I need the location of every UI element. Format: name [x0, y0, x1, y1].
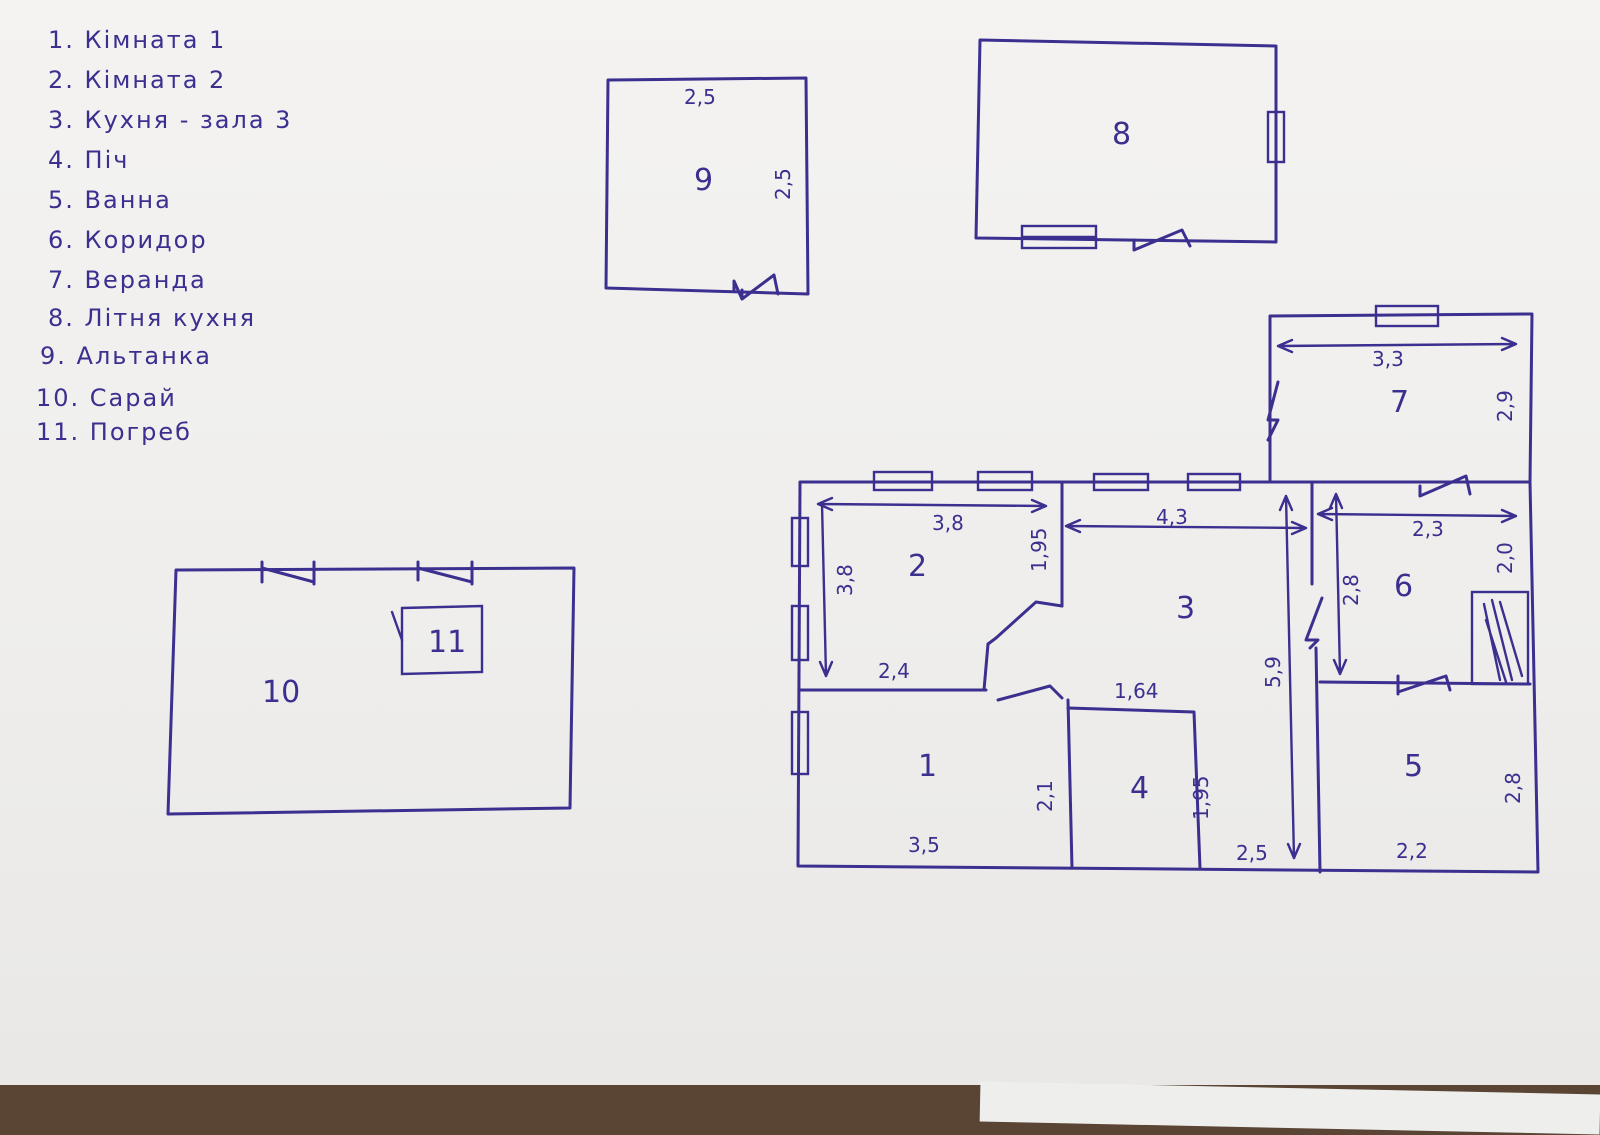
window-front-3 — [1092, 472, 1150, 492]
gazebo-block: 2,5 2,5 9 — [604, 76, 810, 301]
stove-outline — [1066, 706, 1202, 870]
summer-kitchen-door — [1132, 228, 1192, 252]
room-6-label: 6 — [1394, 569, 1413, 604]
barn-outline — [166, 566, 576, 816]
legend-item-9: 9. Альтанка — [40, 342, 212, 370]
summer-kitchen-block: 8 — [974, 38, 1286, 252]
window-front-2 — [976, 470, 1034, 492]
room2-bottom-label: 2,4 — [878, 659, 910, 683]
room2-nook-label: 1,95 — [1027, 527, 1051, 572]
bath-door — [1396, 674, 1452, 696]
window-left-1 — [790, 516, 810, 568]
barn-block: 11 10 — [166, 560, 576, 816]
house-outline — [796, 480, 1540, 874]
room-9-label: 9 — [694, 163, 713, 198]
corridor-left-wall-bottom — [1314, 646, 1322, 874]
house-block: 3,3 2,9 7 3,8 3,8 2,4 1,95 2 3,5 2,1 1 1… — [790, 304, 1540, 874]
bath-height-label: 2,8 — [1501, 772, 1525, 804]
corridor-width-arrow — [1316, 506, 1518, 524]
room2-width-label: 3,8 — [932, 511, 964, 535]
gazebo-door — [732, 273, 780, 301]
room-5-label: 5 — [1404, 749, 1423, 784]
cellar-outline — [400, 604, 484, 676]
corridor-height-arrow — [1328, 492, 1348, 676]
gazebo-outline — [604, 76, 810, 296]
room-2-label: 2 — [908, 549, 927, 584]
room-10-label: 10 — [262, 675, 300, 710]
veranda-outline — [1268, 312, 1534, 484]
kitchen-height-label: 5,9 — [1261, 656, 1285, 688]
room-3-label: 3 — [1176, 591, 1195, 626]
room-8-label: 8 — [1112, 117, 1131, 152]
kitchen-bottom-label: 2,5 — [1236, 841, 1268, 865]
corridor-door — [1304, 596, 1324, 650]
veranda-door — [1266, 380, 1280, 442]
legend-item-11: 11. Погреб — [36, 418, 192, 446]
summer-kitchen-window-right — [1266, 110, 1286, 164]
window-left-3 — [790, 710, 810, 776]
legend-item-1: 1. Кімната 1 — [48, 26, 226, 54]
room2-height-arrow — [818, 502, 834, 678]
room1-right-wall — [1066, 698, 1074, 870]
corridor-right-label: 2,0 — [1493, 542, 1517, 574]
barn-door-1 — [260, 560, 316, 586]
legend-item-3: 3. Кухня - зала 3 — [48, 106, 292, 134]
legend: 1. Кімната 1 2. Кімната 2 3. Кухня - зал… — [36, 26, 292, 446]
room2-width-arrow — [816, 496, 1048, 514]
room-1-label: 1 — [918, 749, 937, 784]
stove-height-label: 1,95 — [1189, 775, 1213, 820]
corridor-height-label: 2,8 — [1339, 574, 1363, 606]
kitchen-width-arrow — [1064, 518, 1308, 536]
room1-door — [996, 684, 1064, 702]
boiler-hatching — [1482, 598, 1524, 684]
veranda-width-arrow — [1276, 336, 1518, 354]
window-left-2 — [790, 604, 810, 662]
kitchen-width-label: 4,3 — [1156, 505, 1188, 529]
legend-item-6: 6. Коридор — [48, 226, 208, 254]
gazebo-width-label: 2,5 — [684, 85, 716, 109]
window-front-4 — [1186, 472, 1242, 492]
legend-item-2: 2. Кімната 2 — [48, 66, 226, 94]
barn-door-2 — [416, 560, 474, 586]
room2-height-label: 3,8 — [833, 564, 857, 596]
window-front-1 — [872, 470, 934, 492]
cellar-mark — [390, 610, 404, 642]
room-4-label: 4 — [1130, 771, 1149, 806]
legend-item-7: 7. Веранда — [48, 266, 207, 294]
legend-item-8: 8. Літня кухня — [48, 304, 256, 332]
legend-item-10: 10. Сарай — [36, 384, 177, 412]
room1-height-label: 2,1 — [1033, 780, 1057, 812]
corridor-front-door — [1418, 474, 1472, 498]
room2-door — [986, 600, 1064, 646]
stove-width-label: 1,64 — [1114, 679, 1159, 703]
veranda-height-label: 2,9 — [1493, 390, 1517, 422]
corridor-width-label: 2,3 — [1412, 517, 1444, 541]
legend-item-5: 5. Ванна — [48, 186, 172, 214]
veranda-window — [1374, 304, 1440, 328]
boiler-box — [1470, 590, 1530, 686]
room1-width-label: 3,5 — [908, 833, 940, 857]
kitchen-height-arrow — [1278, 494, 1302, 860]
summer-kitchen-outline — [974, 38, 1278, 244]
room-7-label: 7 — [1390, 385, 1409, 420]
room-11-label: 11 — [428, 625, 466, 660]
legend-item-4: 4. Піч — [48, 146, 129, 174]
bath-width-label: 2,2 — [1396, 839, 1428, 863]
gazebo-height-label: 2,5 — [771, 168, 795, 200]
veranda-width-label: 3,3 — [1372, 347, 1404, 371]
room2-nook-wall — [982, 642, 990, 692]
